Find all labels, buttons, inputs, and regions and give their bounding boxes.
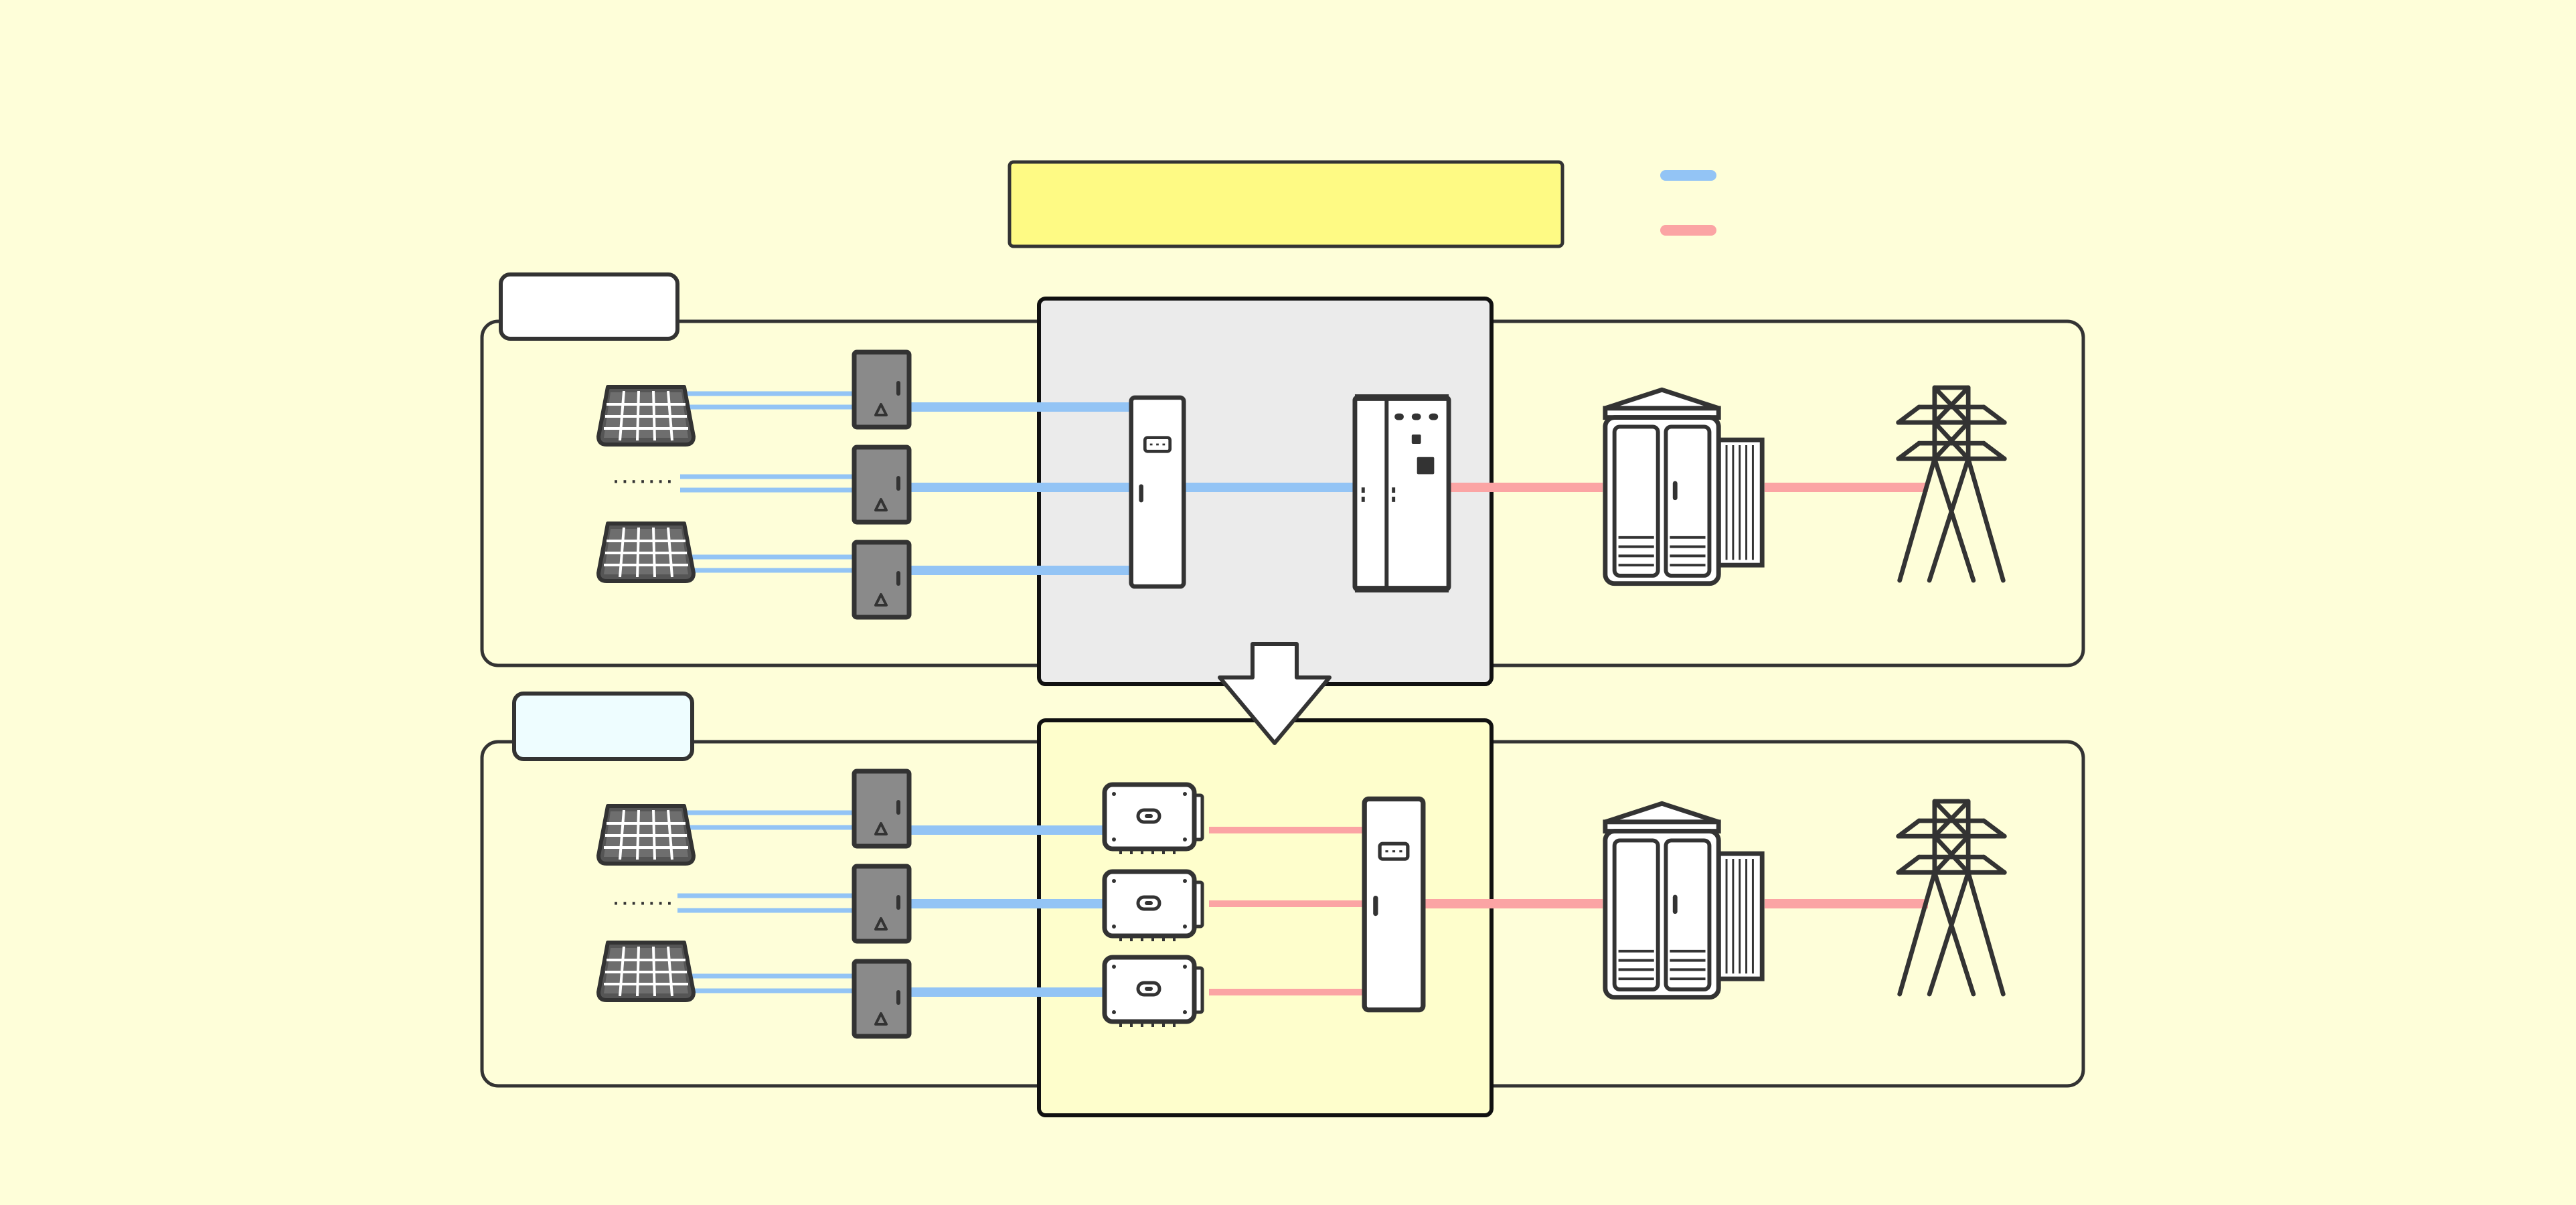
down-arrow-icon	[1218, 642, 1332, 745]
string-inverter-icon	[1105, 785, 1202, 854]
combiner-box-icon	[854, 447, 909, 522]
ellipsis-text: ·······	[611, 465, 673, 495]
combiner-box-icon	[854, 352, 909, 427]
combiner-box-icon	[854, 542, 909, 617]
string-inverter-icon	[1105, 872, 1202, 941]
section-tag	[512, 692, 694, 761]
ac-combiner-cabinet-icon	[1364, 799, 1423, 1010]
legend	[1660, 170, 1716, 236]
solar-panel-icon	[598, 943, 694, 1000]
combiner-box-icon	[854, 961, 909, 1036]
box-transformer-icon	[1605, 390, 1762, 583]
solar-panel-icon	[598, 524, 694, 581]
combiner-box-icon	[854, 866, 909, 941]
combiner-box-icon	[854, 771, 909, 846]
string-inverter-icon	[1105, 957, 1202, 1027]
dc-distribution-cabinet-icon	[1131, 398, 1184, 586]
title-box	[1008, 160, 1564, 248]
section-string-scheme: ·······	[480, 692, 2085, 1117]
section-tag	[499, 272, 679, 341]
ellipsis-text: ·······	[611, 887, 673, 916]
central-inverter-icon	[1355, 398, 1449, 589]
box-transformer-icon	[1605, 803, 1762, 997]
solar-panel-icon	[598, 387, 694, 445]
solar-panel-icon	[598, 806, 694, 864]
section-central-scheme: ·······	[480, 272, 2085, 686]
transmission-tower-icon	[1899, 801, 2005, 994]
